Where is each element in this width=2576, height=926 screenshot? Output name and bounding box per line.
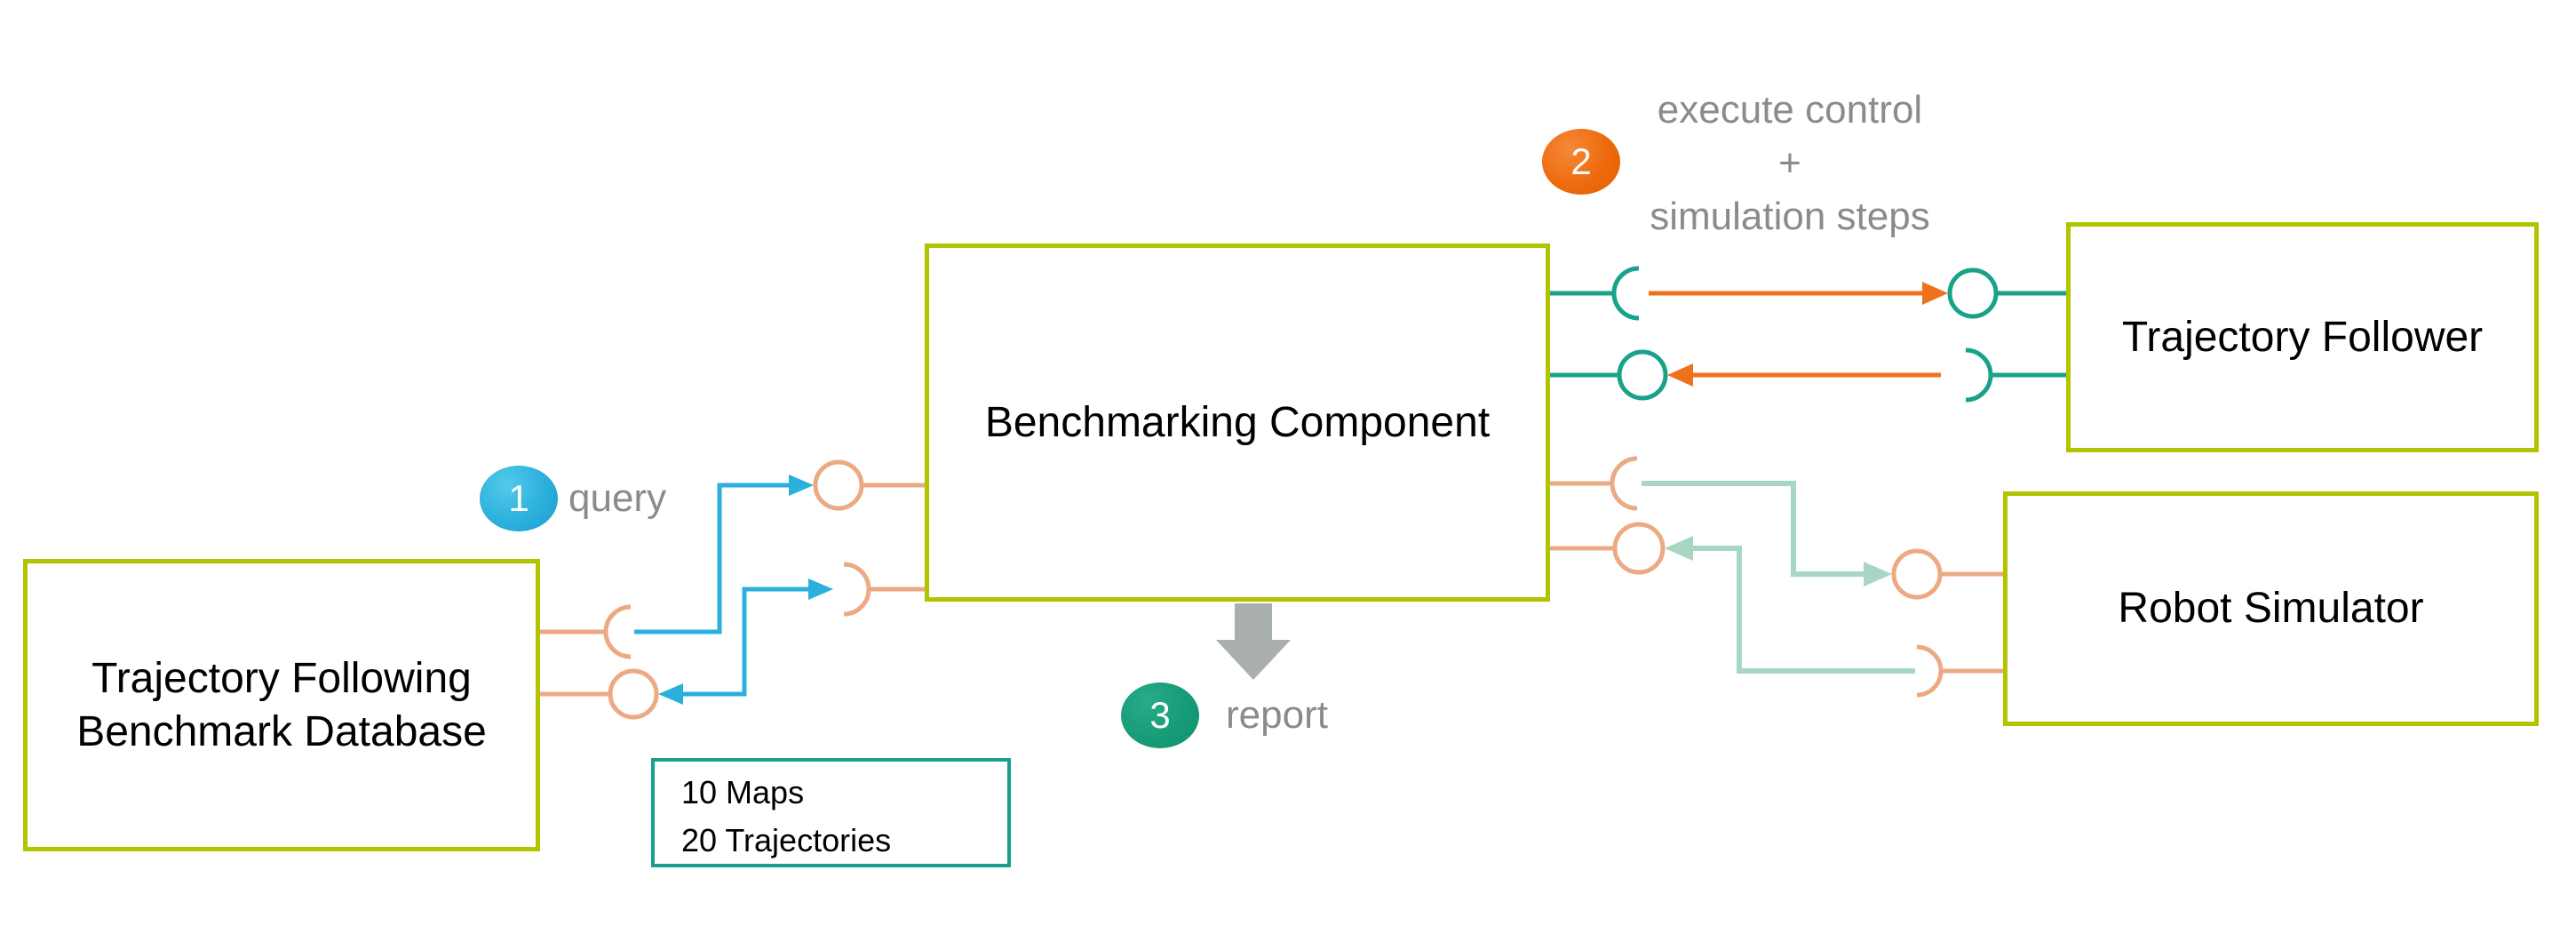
step-2-badge: 2 bbox=[1542, 129, 1620, 195]
arrowhead-left-icon bbox=[1667, 363, 1693, 387]
provided-interface-ball-icon bbox=[813, 459, 864, 511]
provided-interface-ball-icon bbox=[1891, 548, 1943, 600]
required-interface-socket-icon bbox=[843, 562, 871, 617]
control-return-connector bbox=[1550, 347, 2066, 403]
arrowhead-right-icon bbox=[789, 475, 814, 496]
required-interface-socket-icon bbox=[603, 604, 632, 659]
provided-interface-ball-icon bbox=[1612, 522, 1666, 575]
arrowhead-right-icon bbox=[1864, 562, 1892, 587]
dataset-info-line: 10 Maps bbox=[681, 774, 805, 810]
required-interface-socket-icon bbox=[1611, 266, 1640, 321]
control-call-connector bbox=[1550, 266, 2066, 321]
report-arrow-icon bbox=[1216, 603, 1291, 680]
node-label-line: Trajectory Following bbox=[91, 654, 472, 702]
required-interface-socket-icon bbox=[1610, 456, 1638, 511]
arrowhead-right-icon bbox=[1922, 282, 1948, 305]
step-number: 2 bbox=[1570, 140, 1592, 182]
node-trajectory-follower: Trajectory Follower bbox=[2066, 222, 2539, 452]
step-1-label: query bbox=[568, 476, 667, 520]
node-label: Trajectory Follower bbox=[2121, 313, 2484, 361]
step-number: 3 bbox=[1149, 694, 1171, 736]
dataset-info-line: 20 Trajectories bbox=[681, 822, 892, 858]
node-label: Benchmarking Component bbox=[984, 398, 1491, 446]
node-benchmarking-component: Benchmarking Component bbox=[925, 243, 1550, 602]
simulation-feedback-connector bbox=[1550, 522, 2003, 698]
node-label-line: Benchmark Database bbox=[76, 707, 487, 755]
query-request-connector bbox=[540, 459, 925, 659]
step-2-label-line: + bbox=[1778, 141, 1801, 185]
step-number: 1 bbox=[508, 477, 529, 519]
arrowhead-left-icon bbox=[1665, 536, 1693, 561]
step-3-badge: 3 bbox=[1121, 683, 1199, 748]
step-1-badge: 1 bbox=[480, 466, 558, 531]
simulation-step-connector bbox=[1550, 456, 2003, 600]
query-response-connector bbox=[540, 562, 925, 720]
step-3-label: report bbox=[1226, 693, 1328, 737]
provided-interface-ball-icon bbox=[1947, 267, 1999, 319]
required-interface-socket-icon bbox=[1916, 644, 1944, 698]
node-label: Robot Simulator bbox=[2118, 585, 2424, 632]
step-2-label: execute control + simulation steps bbox=[1568, 84, 2012, 243]
provided-interface-ball-icon bbox=[608, 668, 659, 720]
step-2-label-line: execute control bbox=[1657, 88, 1923, 132]
provided-interface-ball-icon bbox=[1617, 349, 1668, 401]
arrowhead-left-icon bbox=[658, 683, 683, 705]
dataset-info-box: 10 Maps 20 Trajectories bbox=[651, 758, 1011, 867]
required-interface-socket-icon bbox=[1965, 347, 1993, 403]
arrowhead-right-icon bbox=[808, 579, 833, 600]
step-2-label-line: simulation steps bbox=[1650, 195, 1930, 238]
node-robot-simulator: Robot Simulator bbox=[2003, 491, 2539, 726]
node-benchmark-database: Trajectory Following Benchmark Database bbox=[23, 559, 540, 851]
